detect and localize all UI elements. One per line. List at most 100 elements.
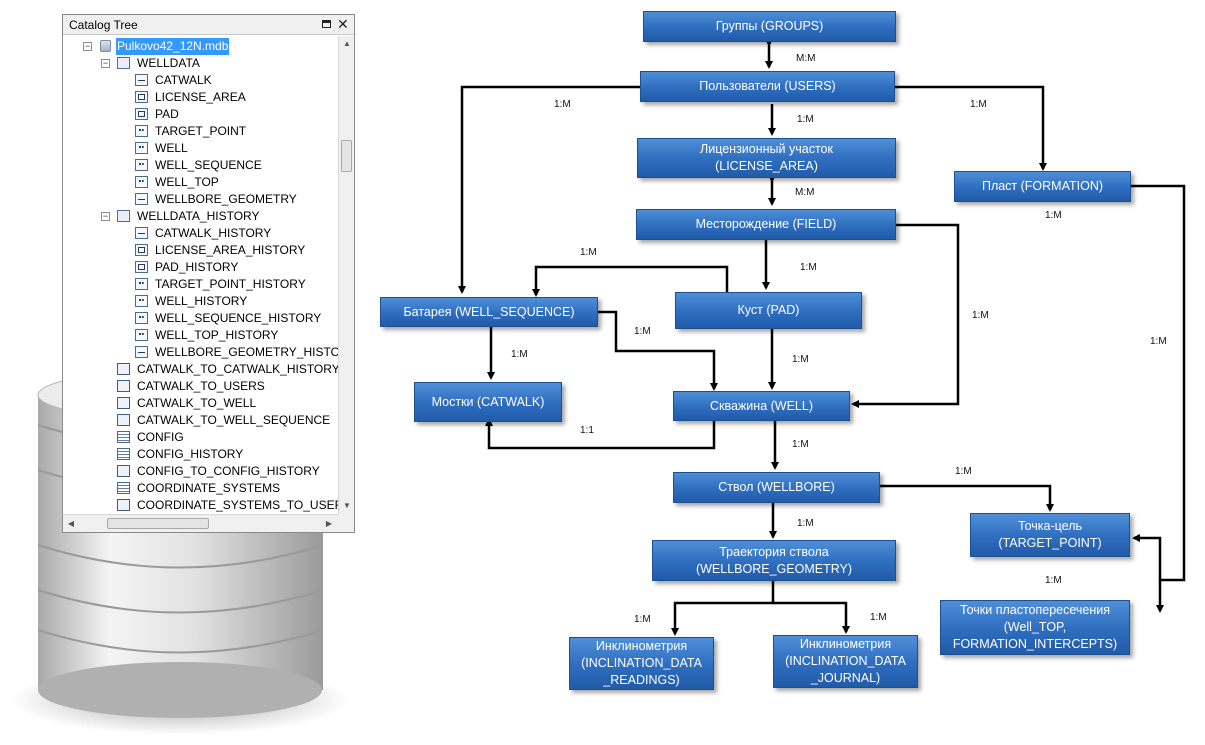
- scroll-left-icon[interactable]: ◀: [67, 519, 75, 528]
- horizontal-scroll-thumb[interactable]: [107, 518, 209, 529]
- tree-item-label: CATWALK: [155, 73, 212, 87]
- relation-label: M:M: [795, 187, 815, 198]
- entity-catwalk: Мостки (CATWALK): [414, 382, 562, 422]
- connector-welltop-target: [1132, 534, 1162, 580]
- entity-field: Месторождение (FIELD): [636, 209, 896, 240]
- entity-inclination-readings: Инклинометрия (INCLINATION_DATA _READING…: [569, 637, 714, 690]
- tree-item-label: CATWALK_TO_CATWALK_HISTORY: [137, 362, 338, 376]
- entity-formation: Пласт (FORMATION): [954, 171, 1131, 202]
- tree-item-dataset[interactable]: − WELLDATA: [101, 55, 331, 72]
- connector-users-wellseq: [458, 85, 640, 294]
- tree-item-dataset[interactable]: − WELLDATA_HISTORY: [101, 208, 331, 225]
- entity-license-area: Лицензионный участок (LICENSE_AREA): [637, 138, 896, 178]
- tree-item-label: WELL_HISTORY: [155, 294, 248, 308]
- scrollbar-corner: [338, 514, 354, 532]
- tree-item-label: CATWALK_HISTORY: [155, 226, 272, 240]
- tree-item-label: CATWALK_TO_USERS: [137, 379, 265, 393]
- line-feature-class-icon: [135, 227, 148, 239]
- tree-item-label: WELL_SEQUENCE_HISTORY: [155, 311, 322, 325]
- relation-label: 1:M: [800, 262, 817, 273]
- tree-item-label: WELLDATA_HISTORY: [137, 209, 260, 223]
- relation-label: M:M: [796, 53, 816, 64]
- line-feature-class-icon: [135, 346, 148, 358]
- relation-label: 1:M: [797, 114, 814, 125]
- relationship-class-icon: [117, 380, 130, 392]
- database-icon: [100, 40, 111, 52]
- entity-wellbore-geometry: Траектория ствола (WELLBORE_GEOMETRY): [652, 540, 896, 581]
- point-feature-class-icon: [135, 312, 148, 324]
- relation-label: 1:M: [792, 354, 809, 365]
- tree-item-label: Pulkovo42_12N.mdb: [116, 38, 230, 55]
- relation-label: 1:1: [580, 425, 594, 436]
- table-icon: [117, 482, 130, 494]
- connector-pad-wellseq: [532, 265, 729, 297]
- tree-item-label: CONFIG_HISTORY: [137, 447, 244, 461]
- point-feature-class-icon: [135, 125, 148, 137]
- catalog-tree-titlebar: Catalog Tree ✕: [63, 15, 354, 35]
- tree-item-label: WELL_TOP: [155, 175, 219, 189]
- collapse-icon[interactable]: −: [83, 41, 92, 51]
- relation-label: 1:M: [580, 247, 597, 258]
- point-feature-class-icon: [135, 295, 148, 307]
- tree-item-label: LICENSE_AREA_HISTORY: [155, 243, 306, 257]
- scroll-down-icon[interactable]: ▼: [343, 501, 351, 510]
- relation-label: 1:M: [511, 349, 528, 360]
- relation-label: 1:M: [870, 612, 887, 623]
- point-feature-class-icon: [135, 329, 148, 341]
- connector-wellbore-target: [880, 484, 1054, 512]
- tree-item-label: WELLBORE_GEOMETRY_HISTORY: [155, 345, 338, 359]
- tree-item-label: COORDINATE_SYSTEMS: [137, 481, 281, 495]
- tree-item-label: WELL: [155, 141, 188, 155]
- entity-well-sequence: Батарея (WELL_SEQUENCE): [380, 297, 598, 327]
- entity-target-point: Точка-цель (TARGET_POINT): [970, 513, 1130, 557]
- relation-label: 1:M: [634, 614, 651, 625]
- tree-item-label: CATWALK_TO_WELL: [137, 396, 257, 410]
- polygon-feature-class-icon: [135, 91, 148, 103]
- relation-label: 1:M: [1150, 336, 1167, 347]
- catalog-tree-panel: Catalog Tree ✕ − Pulkovo42_12N.mdb − WEL…: [62, 14, 355, 533]
- pin-icon[interactable]: [322, 20, 331, 28]
- entity-groups: Группы (GROUPS): [643, 11, 896, 42]
- entity-pad: Куст (PAD): [675, 292, 862, 329]
- tree-item-label: WELLDATA: [137, 56, 200, 70]
- horizontal-scrollbar[interactable]: ◀ ▶: [63, 514, 338, 532]
- relation-label: 1:M: [792, 439, 809, 450]
- relation-label: 1:M: [634, 326, 651, 337]
- tree-item-label: CONFIG: [137, 430, 184, 444]
- relation-label: 1:M: [797, 518, 814, 529]
- polygon-feature-class-icon: [135, 261, 148, 273]
- tree-item-database[interactable]: − Pulkovo42_12N.mdb: [83, 38, 333, 55]
- feature-dataset-icon: [117, 210, 130, 222]
- vertical-scrollbar[interactable]: ▲ ▼: [338, 36, 354, 514]
- entity-inclination-journal: Инклинометрия (INCLINATION_DATA _JOURNAL…: [773, 635, 918, 688]
- point-feature-class-icon: [135, 142, 148, 154]
- collapse-icon[interactable]: −: [101, 58, 110, 68]
- tree-item-label: PAD: [155, 107, 179, 121]
- scroll-up-icon[interactable]: ▲: [343, 39, 351, 48]
- close-icon[interactable]: ✕: [337, 16, 349, 32]
- point-feature-class-icon: [135, 159, 148, 171]
- table-icon: [117, 448, 130, 460]
- connector-formation-welltop: [1131, 184, 1186, 613]
- point-feature-class-icon: [135, 176, 148, 188]
- tree-item-label: PAD_HISTORY: [155, 260, 239, 274]
- relationship-class-icon: [117, 414, 130, 426]
- point-feature-class-icon: [135, 278, 148, 290]
- relation-label: 1:M: [554, 99, 571, 110]
- collapse-icon[interactable]: −: [101, 211, 110, 221]
- tree-item-label: TARGET_POINT_HISTORY: [155, 277, 306, 291]
- relation-label: 1:M: [970, 99, 987, 110]
- connector-geometry-readings: [671, 581, 775, 636]
- line-feature-class-icon: [135, 74, 148, 86]
- tree-item-label: WELL_TOP_HISTORY: [155, 328, 279, 342]
- relation-label: 1:M: [1045, 210, 1062, 221]
- tree-item-label: COORDINATE_SYSTEMS_TO_USERS: [137, 498, 338, 512]
- connector-field-well: [851, 223, 960, 408]
- tree-item-label: WELL_SEQUENCE: [155, 158, 262, 172]
- vertical-scroll-thumb[interactable]: [341, 140, 352, 172]
- scroll-right-icon[interactable]: ▶: [325, 519, 333, 528]
- entity-well: Скважина (WELL): [673, 391, 850, 421]
- tree-item-label: LICENSE_AREA: [155, 90, 246, 104]
- relationship-class-icon: [117, 363, 130, 375]
